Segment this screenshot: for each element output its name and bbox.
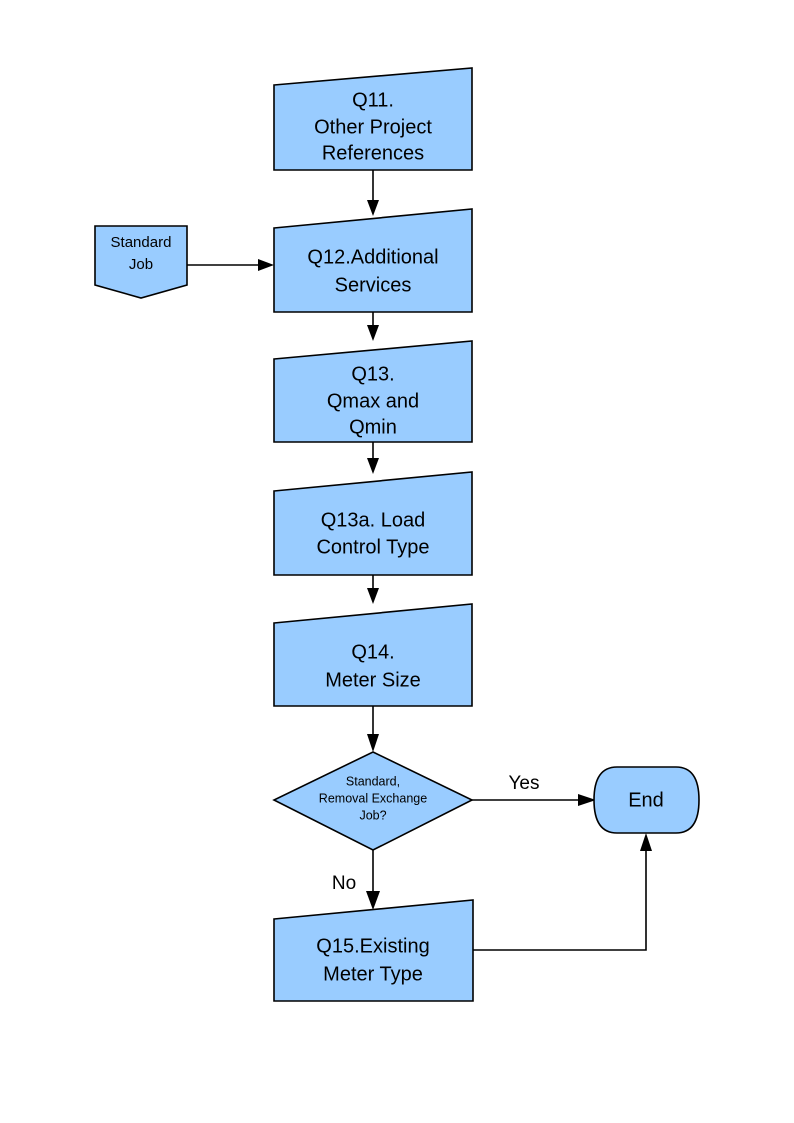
node-q13-line-1: Q13. [351, 363, 394, 385]
node-q11-line-2: Other Project [314, 116, 432, 138]
arrowhead-icon [367, 325, 379, 341]
edge-label-no: No [332, 873, 356, 894]
edge-q14-to-decision [367, 706, 379, 752]
node-q15[interactable]: Q15.Existing Meter Type [273, 899, 474, 1002]
pentagon-shield-shape[interactable] [94, 225, 188, 299]
node-q13a-line-1: Q13a. Load [321, 509, 426, 531]
arrowhead-icon [258, 259, 274, 271]
node-q13-line-2: Qmax and [327, 390, 419, 412]
node-end-label: End [628, 789, 664, 811]
arrowhead-icon [640, 833, 652, 851]
arrowhead-icon [367, 734, 379, 752]
node-q12-line-2: Services [335, 274, 412, 296]
node-standard-job[interactable]: Standard Job [94, 225, 188, 299]
node-q15-line-2: Meter Type [323, 963, 423, 985]
edge-q12-to-q13 [367, 312, 379, 341]
arrowhead-icon [367, 200, 379, 216]
node-q15-line-1: Q15.Existing [316, 935, 429, 957]
node-q13a-line-2: Control Type [316, 536, 429, 558]
node-q14-line-2: Meter Size [325, 669, 421, 691]
manual-input-shape[interactable] [273, 208, 473, 313]
edge-line [473, 845, 647, 951]
edge-standard-job-to-q12 [187, 259, 274, 271]
edge-q15-to-end [473, 833, 652, 951]
arrowhead-icon [367, 588, 379, 604]
diamond-shape[interactable] [272, 751, 474, 851]
node-q11[interactable]: Q11. Other Project References [273, 67, 473, 171]
arrowhead-icon [578, 794, 596, 806]
arrowhead-icon [367, 458, 379, 474]
manual-input-shape[interactable] [273, 899, 474, 1002]
edge-q13a-to-q14 [367, 575, 379, 604]
manual-input-shape[interactable] [273, 67, 473, 171]
node-q12[interactable]: Q12.Additional Services [273, 208, 473, 313]
node-q13[interactable]: Q13. Qmax and Qmin [273, 340, 473, 443]
node-decision-line-2: Removal Exchange [319, 791, 427, 805]
node-q12-line-1: Q12.Additional [307, 246, 438, 268]
terminator-shape[interactable] [593, 766, 700, 834]
arrowhead-icon [366, 891, 380, 910]
edge-label-yes: Yes [509, 773, 540, 794]
node-q13-line-3: Qmin [349, 416, 397, 438]
node-end[interactable]: End [593, 766, 700, 834]
edge-q11-to-q12 [367, 170, 379, 216]
node-standard-job-line-2: Job [129, 256, 153, 273]
node-q11-line-1: Q11. [352, 89, 394, 111]
node-decision[interactable]: Standard, Removal Exchange Job? [272, 751, 474, 851]
node-standard-job-line-1: Standard [111, 234, 172, 251]
node-decision-line-1: Standard, [346, 774, 400, 788]
node-q13a[interactable]: Q13a. Load Control Type [273, 471, 473, 576]
edge-decision-to-end-yes [472, 794, 596, 806]
manual-input-shape[interactable] [273, 471, 473, 576]
node-q14-line-1: Q14. [351, 641, 394, 663]
node-q11-line-3: References [322, 142, 424, 164]
edge-decision-to-q15-no [366, 850, 380, 910]
node-q14[interactable]: Q14. Meter Size [273, 603, 473, 707]
node-decision-line-3: Job? [359, 808, 386, 822]
manual-input-shape[interactable] [273, 603, 473, 707]
edge-q13-to-q13a [367, 442, 379, 474]
manual-input-shape[interactable] [273, 340, 473, 443]
